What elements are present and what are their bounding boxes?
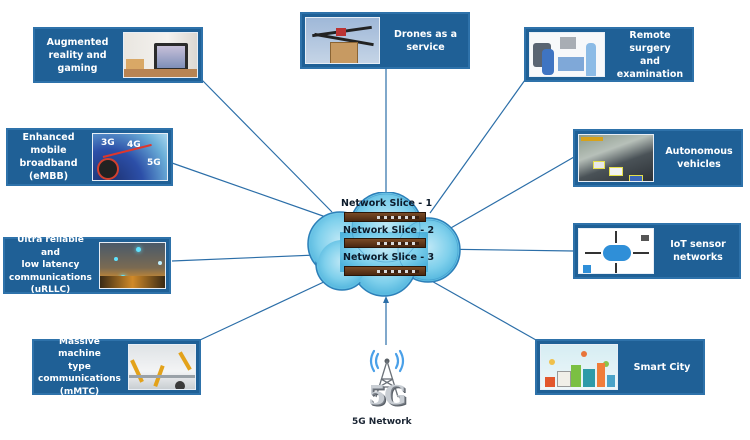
service-card-drones[interactable]: Drones as a service	[300, 12, 470, 69]
highway-cars-icon	[578, 134, 654, 182]
link-mmtc	[199, 272, 344, 341]
5g-tower-icon: 5G	[362, 345, 412, 415]
service-label: Massive machine type communications (mMT…	[38, 336, 121, 397]
service-label: Drones as a service	[393, 28, 458, 53]
5g-network-label: 5G Network	[352, 417, 412, 427]
gauge-mark-4g: 4G	[127, 140, 141, 150]
service-card-smartcity[interactable]: Smart City	[535, 339, 705, 395]
service-label: Enhanced mobile broadband (eMBB)	[19, 132, 78, 182]
5g-glyph: 5G	[368, 381, 406, 411]
service-label: Ultra reliable and low latency communica…	[9, 235, 92, 296]
speedometer-icon: 3G 4G 5G	[92, 133, 168, 181]
slice-label-3: Network Slice - 3	[343, 252, 435, 263]
service-label: Autonomous vehicles	[665, 146, 733, 170]
service-card-embb[interactable]: Enhanced mobile broadband (eMBB) 3G 4G 5…	[6, 128, 173, 186]
city-network-icon	[98, 242, 166, 289]
service-card-ar[interactable]: Augmented reality and gaming	[33, 27, 203, 83]
link-surgery	[429, 79, 526, 214]
server-slice-3[interactable]	[344, 266, 426, 276]
gauge-mark-5g: 5G	[147, 158, 161, 168]
gauge-mark-3g: 3G	[101, 138, 115, 148]
server-slice-1[interactable]	[344, 212, 426, 222]
service-card-vehicles[interactable]: Autonomous vehicles	[573, 129, 743, 187]
service-label: Smart City	[633, 361, 691, 373]
network-cloud: Network Slice - 1 Network Slice - 2 Netw…	[296, 191, 468, 298]
iot-cloud-icon	[578, 228, 654, 274]
delivery-drone-icon	[305, 17, 380, 64]
link-smartcity	[420, 274, 537, 341]
tablet-ar-icon	[123, 32, 198, 78]
link-vehicles	[429, 156, 575, 241]
service-card-iot[interactable]: IoT sensor networks	[573, 223, 741, 279]
service-label: Remote surgery and examination	[616, 29, 684, 80]
link-embb	[171, 162, 341, 223]
service-card-surgery[interactable]: Remote surgery and examination	[524, 27, 694, 82]
surgical-robot-icon	[529, 32, 605, 77]
tower-arrowhead	[383, 296, 389, 303]
server-slice-2[interactable]	[344, 238, 426, 248]
link-ar	[201, 79, 333, 213]
service-card-urllc[interactable]: Ultra reliable and low latency communica…	[3, 235, 171, 296]
robot-arms-icon	[127, 344, 196, 390]
slice-label-2: Network Slice - 2	[343, 225, 435, 236]
slice-label-1: Network Slice - 1	[341, 198, 433, 209]
smart-city-icon	[540, 344, 618, 390]
service-label: Augmented reality and gaming	[46, 36, 109, 74]
service-label: IoT sensor networks	[670, 239, 726, 263]
service-card-mmtc[interactable]: Massive machine type communications (mMT…	[32, 336, 201, 397]
